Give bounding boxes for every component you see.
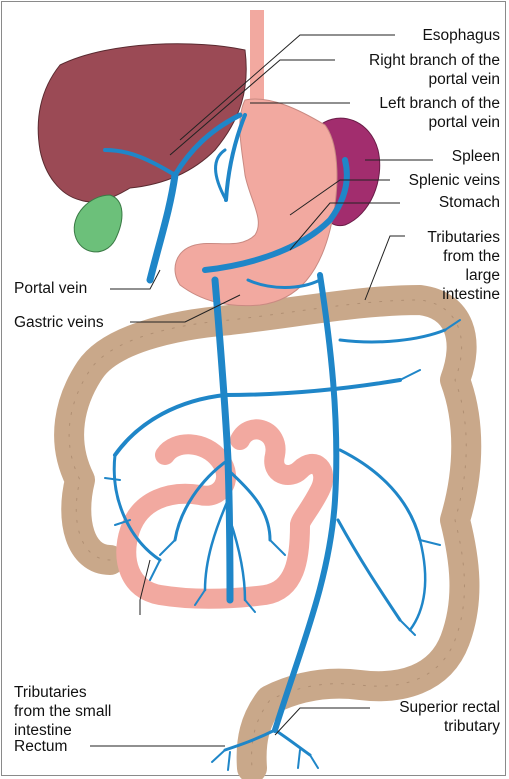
label-left-branch-portal-vein: Left branch of the portal vein [379, 94, 500, 132]
gallbladder [74, 195, 122, 252]
liver [38, 44, 246, 202]
label-gastric-veins: Gastric veins [14, 313, 104, 332]
label-esophagus: Esophagus [422, 26, 500, 45]
label-spleen: Spleen [452, 147, 500, 166]
label-rectum: Rectum [14, 737, 67, 756]
label-splenic-veins: Splenic veins [409, 171, 500, 190]
label-portal-vein: Portal vein [14, 279, 87, 298]
label-right-branch-portal-vein: Right branch of the portal vein [369, 51, 500, 89]
label-stomach: Stomach [439, 193, 500, 212]
esophagus [250, 10, 264, 100]
label-superior-rectal-tributary: Superior rectal tributary [399, 698, 500, 736]
label-tributaries-large-intestine: Tributaries from the large intestine [427, 228, 500, 304]
label-tributaries-small-intestine: Tributaries from the small intestine [14, 683, 111, 740]
